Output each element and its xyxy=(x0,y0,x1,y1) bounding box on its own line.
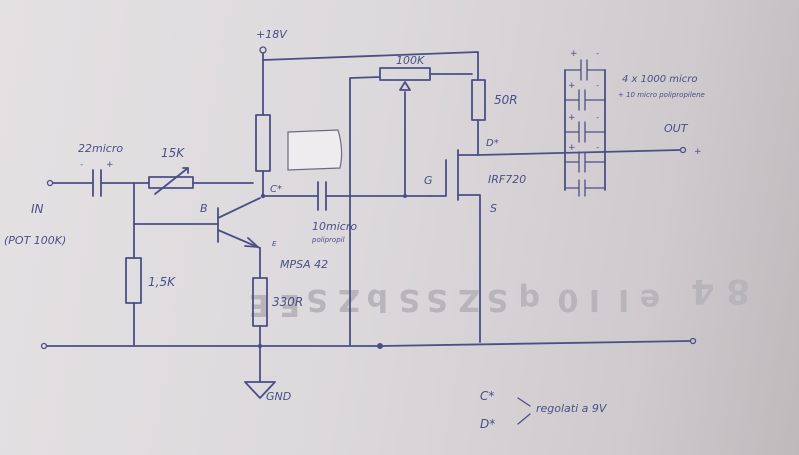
ghost-text-1: 8 4 xyxy=(691,271,750,311)
input-capacitor xyxy=(92,169,102,197)
out-cap-2 xyxy=(564,89,606,111)
drain-resistor xyxy=(471,79,486,121)
out-caps-film-label: + 10 micro polipropilene xyxy=(618,91,705,99)
input-cap-plus: + xyxy=(106,160,114,170)
pot-label: 100K xyxy=(396,54,425,67)
out-cap-film xyxy=(564,179,606,197)
emitter-pin-label: E xyxy=(272,240,277,248)
mosfet-model-label: IRF720 xyxy=(488,173,526,186)
input-pot-label: (POT 100K) xyxy=(4,234,66,247)
adjust-note: C* D* regolati a 9V xyxy=(480,389,608,431)
ghost-text-5: Z S xyxy=(426,282,480,317)
collector-resistor xyxy=(255,114,271,172)
note-line-1: C* xyxy=(480,389,494,403)
bjt-transistor: C* E MPSA 42 xyxy=(217,184,328,271)
cap-minus-2: - xyxy=(596,81,599,91)
output-terminal xyxy=(679,146,687,154)
input-cap-label: 22micro xyxy=(78,142,123,155)
ghost-text-3: I 0 xyxy=(558,282,600,317)
bjt-model-label: MPSA 42 xyxy=(280,258,328,271)
source-pin-label: S xyxy=(490,202,497,215)
output-plus: + xyxy=(694,147,702,157)
out-cap-1 xyxy=(564,59,606,81)
base-resistor xyxy=(125,257,142,304)
ground-rail: GND xyxy=(40,337,697,403)
gate-lead xyxy=(429,159,447,197)
collector-pin-label: C* xyxy=(270,184,282,195)
emitter-resistor-label: 330R xyxy=(272,295,303,309)
output-capacitor-bank: + - + - + - + - 4 x 1000 micro + 10 micr… xyxy=(477,49,705,197)
bleed-through-text: 8 4 e I I 0 q S Z S S b Z S E E xyxy=(249,271,750,322)
ghost-text-7: Z S xyxy=(306,282,360,317)
drain-resistor-label: 50R xyxy=(494,93,518,107)
out-cap-3 xyxy=(564,121,606,143)
pot-left-wire xyxy=(349,76,381,346)
paper-blank-patch xyxy=(287,129,343,171)
ground-node-1 xyxy=(257,343,263,349)
note-brace xyxy=(517,397,531,425)
cap-plus-1: + xyxy=(570,49,578,59)
ghost-text-4: q S xyxy=(486,282,540,317)
base-pin-label: B xyxy=(200,202,208,215)
mosfet-drain-source xyxy=(457,154,481,211)
mosfet: G IRF720 S xyxy=(424,149,526,343)
supply-wire-right xyxy=(262,51,479,81)
drain-pin-label: D* xyxy=(486,138,499,149)
coupling-capacitor xyxy=(317,181,327,211)
input-cap-minus: - xyxy=(80,160,83,170)
out-cap-4 xyxy=(564,151,606,173)
pot-body xyxy=(379,67,431,81)
gate-pin-label: G xyxy=(424,174,433,187)
out-caps-qty-label: 4 x 1000 micro xyxy=(622,74,698,85)
bjt-emitter-leg xyxy=(217,229,261,249)
cap-minus-3: - xyxy=(596,113,599,123)
ground-wire xyxy=(46,340,691,347)
bjt-emitter-arrow xyxy=(244,237,259,248)
coupling-cap-type: polipropil xyxy=(311,236,345,244)
note-text: regolati a 9V xyxy=(536,402,608,415)
supply-rail: +18V xyxy=(256,28,479,116)
input-terminal xyxy=(46,179,54,187)
potentiometer-100k: 100K xyxy=(349,54,473,346)
input-label: IN xyxy=(31,202,44,216)
bjt-collector-leg xyxy=(217,197,261,219)
cap-plus-3: + xyxy=(568,113,576,123)
note-line-2: D* xyxy=(480,417,495,431)
ground-terminal-left xyxy=(40,342,48,350)
gate-node xyxy=(403,194,407,198)
series-resistor-arrow xyxy=(154,167,189,195)
cap-bank-rails xyxy=(564,69,606,191)
coupling-cap-label: 10micro xyxy=(312,220,357,233)
supply-label: +18V xyxy=(256,28,288,41)
cap-plus-2: + xyxy=(568,81,576,91)
ground-terminal-right xyxy=(689,337,697,345)
pot-wiper-arrow xyxy=(399,81,411,91)
output-label: OUT xyxy=(664,122,689,135)
series-resistor-label: 15K xyxy=(161,146,185,160)
ghost-text-8: E E xyxy=(249,287,300,322)
input-section: - + 22micro 15K IN (POT 100K) xyxy=(4,142,254,247)
ground-symbol xyxy=(244,381,276,399)
cap-minus-4: - xyxy=(596,143,599,153)
cap-minus-1: - xyxy=(596,49,599,59)
ground-node-2 xyxy=(377,343,383,349)
ghost-text-2: e I xyxy=(618,282,660,317)
ghost-text-6: S b xyxy=(366,282,420,317)
cap-plus-4: + xyxy=(568,143,576,153)
base-resistor-label: 1,5K xyxy=(148,275,176,289)
ground-label: GND xyxy=(266,390,291,403)
